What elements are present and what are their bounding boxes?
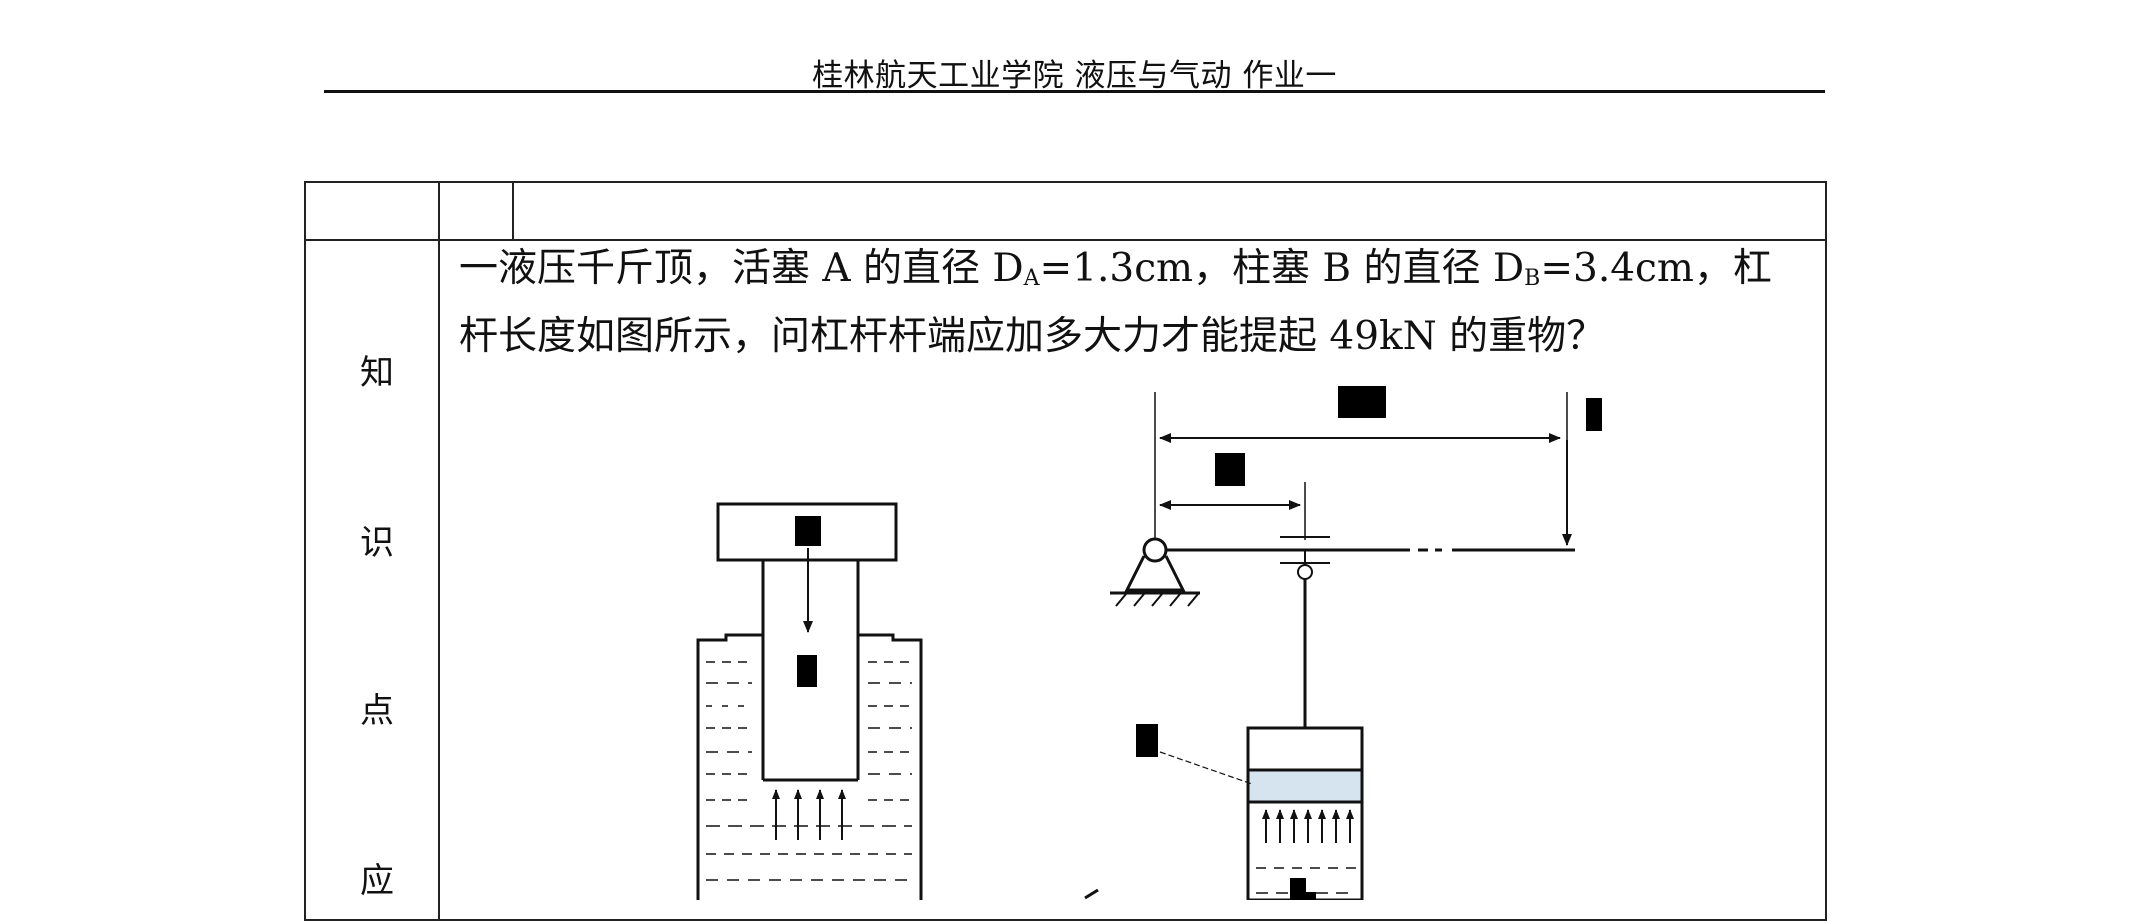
side-label-char: 识	[360, 523, 394, 563]
plunger-pin	[1297, 564, 1313, 580]
small-piston	[1246, 768, 1364, 804]
problem-line-1: 一液压千斤顶，活塞 A 的直径 DA=1.3cm，柱塞 B 的直径 DB=3.4…	[459, 240, 1804, 308]
dimension-label-box	[1215, 453, 1245, 486]
large-cylinder	[696, 502, 923, 900]
side-label-char: 点	[360, 691, 394, 731]
header-title: 桂林航天工业学院 液压与气动 作业一	[812, 58, 1337, 94]
connecting-pipe	[1084, 888, 1099, 900]
side-label-char: 知	[360, 353, 394, 393]
side-label-char: 应	[360, 861, 394, 901]
subscript-b: B	[1524, 266, 1541, 291]
table-header-divider	[304, 239, 1827, 241]
table-column-divider	[438, 181, 440, 921]
problem-text-segment: 一液压千斤顶，活塞 A 的直径 D	[459, 246, 1024, 291]
subscript-a: A	[1023, 266, 1040, 291]
pressure-arrows	[772, 789, 846, 840]
piston-label-box	[1136, 724, 1158, 757]
dimension-label-box	[1338, 386, 1386, 418]
fulcrum-support	[1124, 555, 1186, 592]
lever-mechanism	[1084, 386, 1602, 900]
ground-hatch	[1115, 593, 1199, 607]
problem-line-2: 杆长度如图所示，问杠杆杆端应加多大力才能提起 49kN 的重物？	[459, 314, 1606, 359]
fulcrum-pivot	[1142, 537, 1168, 563]
cylinder-body	[696, 633, 763, 900]
small-cylinder-label-box	[1290, 878, 1306, 900]
load-label-box	[795, 516, 821, 546]
hydraulic-jack-diagram	[696, 386, 1602, 900]
piston-label-box	[797, 655, 817, 687]
problem-text-segment: =3.4cm，杠	[1540, 246, 1772, 291]
force-label-box	[1586, 398, 1602, 431]
header-rule	[324, 90, 1825, 93]
cylinder-body	[858, 633, 923, 900]
problem-text-segment: =1.3cm，柱塞 B 的直径 D	[1039, 246, 1525, 291]
problem-statement: 一液压千斤顶，活塞 A 的直径 DA=1.3cm，柱塞 B 的直径 DB=3.4…	[459, 240, 1804, 366]
small-pressure-arrows	[1262, 809, 1354, 843]
fluid-dashes	[706, 661, 912, 881]
table-header-subdivider	[512, 181, 514, 239]
